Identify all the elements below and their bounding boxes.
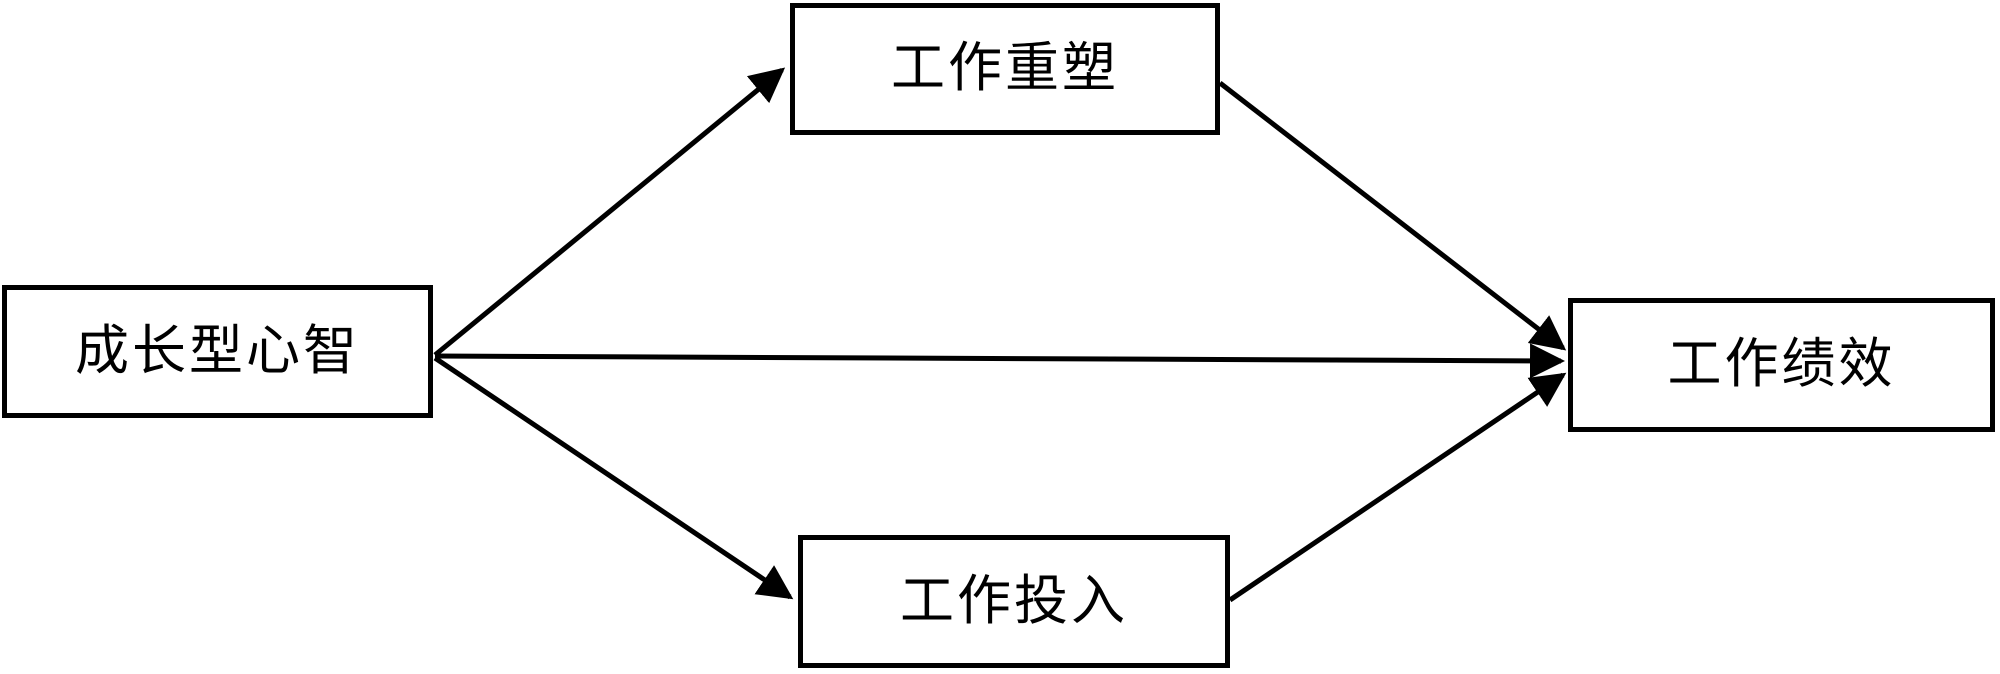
- edge-growth-mindset-to-job-performance: [434, 343, 1565, 379]
- node-job-performance[interactable]: 工作绩效: [1568, 298, 1995, 432]
- node-work-engagement[interactable]: 工作投入: [798, 535, 1230, 668]
- node-job-crafting[interactable]: 工作重塑: [790, 3, 1220, 135]
- edge-growth-mindset-to-job-crafting: [433, 67, 786, 357]
- node-growth-mindset-label: 成长型心智: [75, 320, 360, 381]
- node-work-engagement-label: 工作投入: [900, 570, 1128, 631]
- node-job-crafting-label: 工作重塑: [891, 38, 1119, 99]
- node-job-performance-label: 工作绩效: [1667, 334, 1896, 395]
- edge-job-crafting-to-job-performance: [1218, 81, 1567, 351]
- edge-work-engagement-to-job-performance: [1228, 372, 1567, 603]
- node-growth-mindset[interactable]: 成长型心智: [2, 285, 433, 418]
- edge-growth-mindset-to-work-engagement: [433, 355, 794, 600]
